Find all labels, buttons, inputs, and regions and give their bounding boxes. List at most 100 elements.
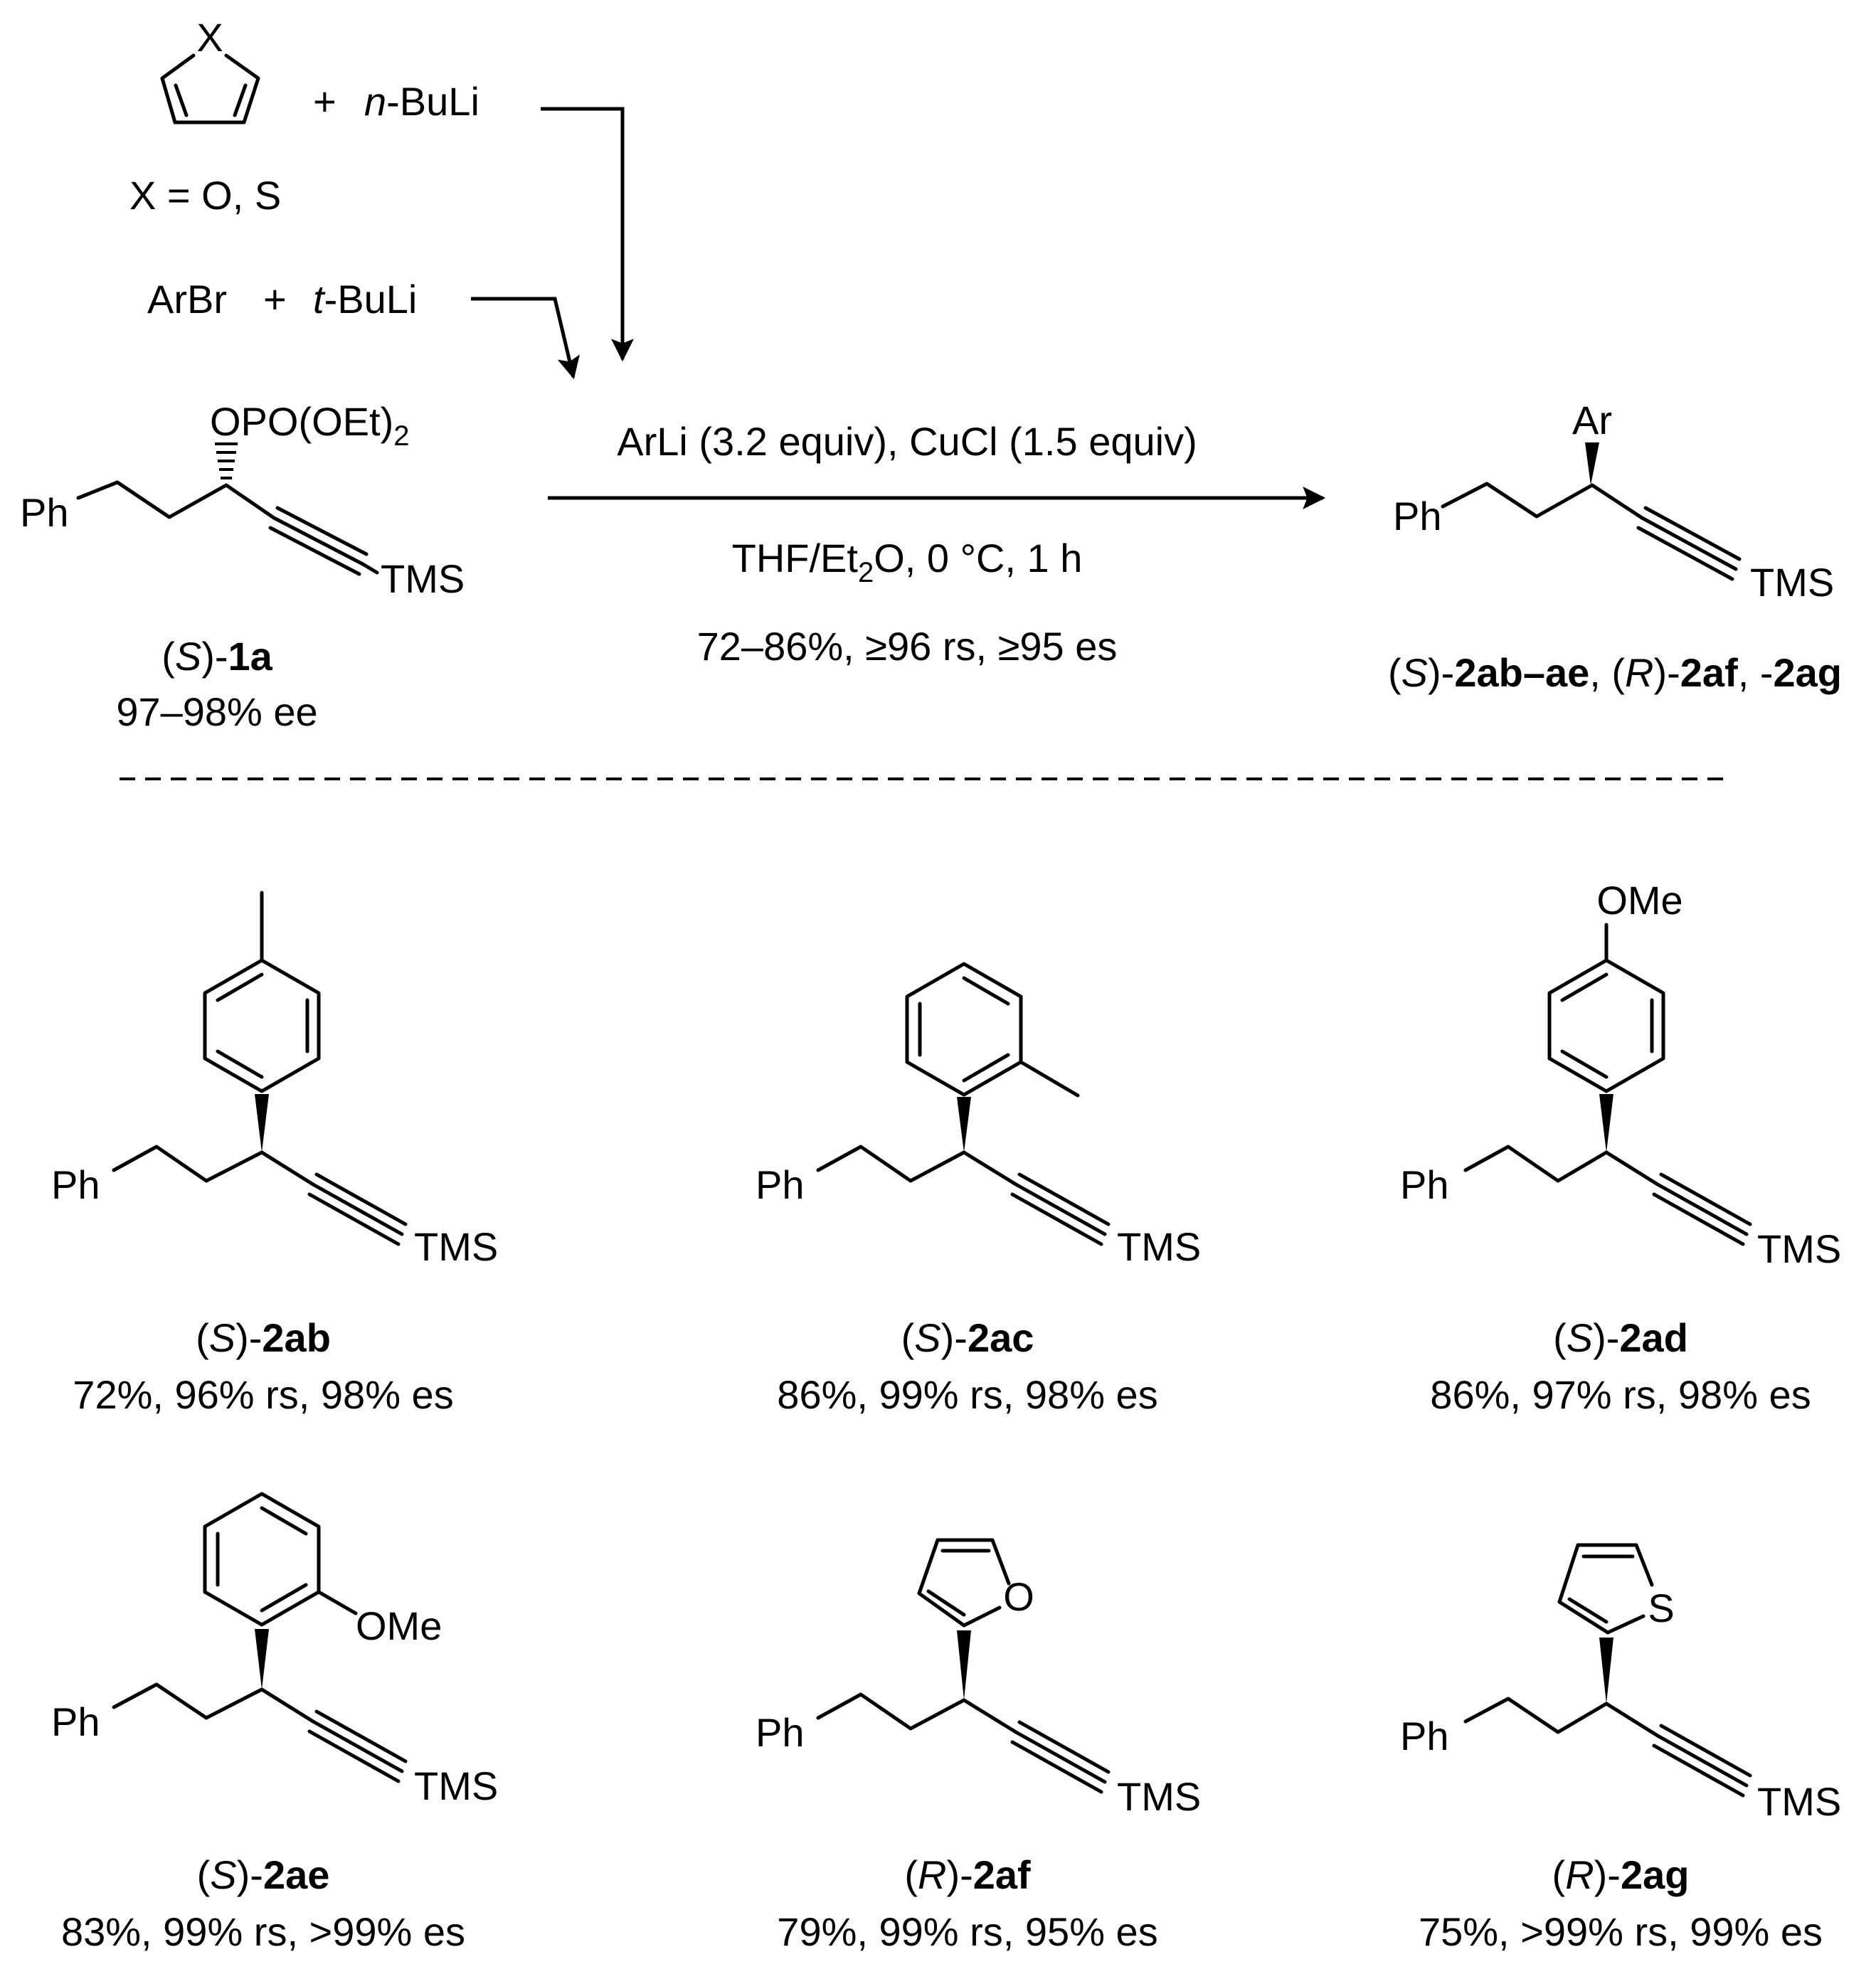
solid-wedge-bond [957, 1097, 971, 1152]
ring-double-bond [918, 976, 1010, 1083]
phenyl-label: Ph [1393, 494, 1442, 538]
phosphate-group: OPO(OEt)2 [210, 399, 409, 452]
tms-label: TMS [414, 1224, 498, 1269]
alkyne-triple-bond [275, 506, 369, 556]
ring-double-bond [174, 83, 189, 117]
plus-sign: + [263, 277, 287, 322]
phenyl-label: Ph [20, 490, 69, 535]
benzene-ring [203, 1492, 321, 1627]
alkyl-chain [1463, 1697, 1660, 1738]
alkyne-triple-bond [1636, 526, 1734, 581]
alkyne-triple-bond [307, 1172, 408, 1246]
phenyl-label: Ph [756, 1162, 805, 1207]
tms-label: TMS [1750, 560, 1834, 605]
alkyne-triple-bond [307, 1709, 408, 1783]
solid-wedge-bond [255, 1629, 269, 1689]
product-2ad: OMe Ph TMS (S)-2ad 86%, 97% rs, 98% es [1400, 878, 1841, 1417]
phenyl-label: Ph [756, 1710, 805, 1755]
alkyl-chain [816, 1692, 1018, 1734]
result-2ag: 75%, >99% rs, 99% es [1419, 1909, 1823, 1954]
hashed-wedge-bond [215, 442, 238, 479]
alkyne-triple-bond [268, 526, 361, 576]
enantiomeric-excess: 97–98% ee [116, 689, 317, 734]
ring-double-bond [926, 1549, 991, 1617]
solid-wedge-bond [1599, 1638, 1613, 1704]
phenyl-label: Ph [1400, 1162, 1449, 1207]
methoxy-bond [317, 1590, 358, 1615]
product-2ag: S Ph TMS (R)-2ag 75%, >99% rs, 99% es [1400, 1543, 1841, 1954]
furan-oxygen: O [1003, 1574, 1034, 1619]
product-2ae: OMe Ph TMS (S)-2ae 83%, 99% rs, >99% es [51, 1492, 498, 1954]
x-definition: X = O, S [129, 173, 281, 218]
compound-label-2ad: (S)-2ad [1553, 1315, 1688, 1360]
phenyl-label: Ph [1400, 1714, 1449, 1758]
alkyne-triple-bond [1010, 1720, 1111, 1794]
product-2ac: Ph TMS (S)-2ac 86%, 99% rs, 98% es [756, 962, 1201, 1417]
ring-double-bond [216, 972, 309, 1079]
ring-double-bond [1560, 972, 1654, 1079]
nbuli-reagent: n-BuLi [364, 79, 479, 124]
benzene-ring [203, 958, 321, 1093]
starting-material-1a: OPO(OEt)2 Ph TMS (S)-1a 97–98% ee [20, 399, 465, 734]
ring-double-bond [1567, 1554, 1635, 1624]
phenyl-label: Ph [51, 1162, 100, 1207]
benzene-ring [905, 962, 1023, 1097]
ring-c-o-bond [962, 1606, 1002, 1628]
alkyne-triple-bond [1640, 516, 1738, 571]
solid-wedge-bond [957, 1630, 971, 1700]
solid-wedge-bond [255, 1094, 269, 1152]
tms-bond [361, 562, 379, 575]
methyl-bond [1019, 1060, 1080, 1098]
result-2ab: 72%, 96% rs, 98% es [73, 1372, 453, 1417]
furan-ring [917, 1538, 1011, 1628]
ring-double-bond [233, 83, 248, 117]
alkyne-triple-bond [1652, 1724, 1752, 1798]
compound-label-2af: (R)-2af [904, 1852, 1031, 1897]
alkyne-triple-bond [1652, 1172, 1752, 1246]
alkyl-chain [816, 1145, 1018, 1187]
aryl-label: Ar [1572, 398, 1612, 442]
benzene-ring [1547, 958, 1665, 1093]
conditions-solvent: THF/Et2O, 0 °C, 1 h [732, 536, 1083, 588]
compound-label-2ab: (S)-2ab [196, 1315, 331, 1360]
arbr-reagent: ArBr [147, 277, 227, 322]
alkyl-chain [112, 1145, 315, 1187]
result-2ac: 86%, 99% rs, 98% es [777, 1372, 1157, 1417]
heteroatom-x: X [196, 15, 223, 60]
tms-label: TMS [1757, 1779, 1841, 1824]
alkyne-triple-bond [1010, 1172, 1111, 1246]
alkyl-chain [1441, 482, 1644, 520]
tbuli-feed-arrow [471, 297, 580, 380]
alkyne-triple-bond [1643, 506, 1742, 561]
five-membered-ring [160, 53, 260, 124]
result-2af: 79%, 99% rs, 95% es [777, 1909, 1157, 1954]
plus-sign: + [313, 79, 336, 124]
tbuli-reagent: t-BuLi [313, 277, 417, 322]
compound-label-1a: (S)-1a [161, 634, 272, 679]
alkyl-chain [1463, 1145, 1660, 1187]
methoxy-label: OMe [1596, 878, 1682, 923]
phenyl-label: Ph [51, 1699, 100, 1744]
product-range-label: (S)-2ab–ae, (R)-2af, -2ag [1388, 650, 1842, 695]
thiophene-sulfur: S [1648, 1586, 1674, 1630]
ring-double-bond [216, 1506, 308, 1613]
thiophene-ring [1557, 1543, 1654, 1635]
general-product: Ar Ph TMS (S)-2ab–ae, (R)-2af, -2ag [1388, 398, 1842, 695]
solid-wedge-bond [1599, 1094, 1613, 1152]
ring-c-s-bond [1606, 1614, 1646, 1635]
alkyl-chain [76, 480, 276, 520]
compound-label-2ag: (R)-2ag [1552, 1852, 1690, 1897]
compound-label-2ae: (S)-2ae [197, 1852, 330, 1897]
conditions-yield: 72–86%, ≥96 rs, ≥95 es [697, 624, 1118, 669]
tms-label: TMS [381, 556, 465, 601]
tms-label: TMS [1117, 1774, 1201, 1819]
methoxy-label: OMe [356, 1603, 442, 1648]
result-2ad: 86%, 97% rs, 98% es [1430, 1372, 1811, 1417]
product-2af: O Ph TMS (R)-2af 79%, 99% rs, 95% es [756, 1538, 1201, 1954]
solid-wedge-bond [1585, 442, 1599, 485]
tms-label: TMS [1117, 1224, 1201, 1269]
conditions-reagents: ArLi (3.2 equiv), CuCl (1.5 equiv) [617, 419, 1197, 464]
nbuli-feed-arrow [541, 107, 634, 362]
product-2ab: Ph TMS (S)-2ab 72%, 96% rs, 98% es [51, 891, 498, 1417]
